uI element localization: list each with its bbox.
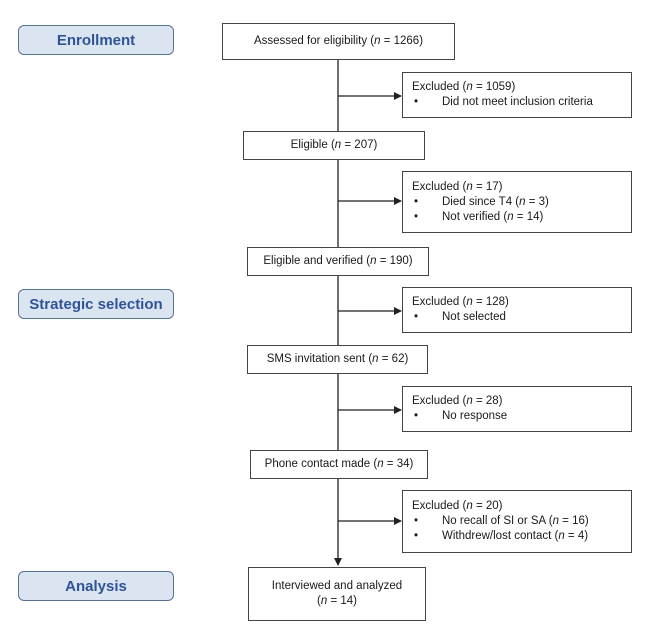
excluded-box-5-item-1: •No recall of SI or SA (n = 16) — [414, 515, 589, 527]
flow-box-sms-sent: SMS invitation sent (n = 62) — [247, 345, 428, 374]
stage-strategic-selection-label: Strategic selection — [29, 295, 163, 313]
excluded-box-3: Excluded (n = 128) •Not selected — [402, 287, 632, 333]
excluded-box-2-item-2: •Not verified (n = 14) — [414, 210, 544, 223]
flow-box-phone-contact-text: Phone contact made (n = 34) — [264, 458, 414, 470]
excluded-box-1: Excluded (n = 1059) •Did not meet inclus… — [402, 72, 632, 118]
excluded-box-3-header: Excluded (n = 128) — [412, 296, 509, 308]
stage-enrollment-label: Enrollment — [56, 31, 136, 49]
flow-box-interviewed-line1: Interviewed and analyzed — [271, 580, 403, 592]
stage-analysis-label: Analysis — [65, 577, 127, 595]
excluded-box-4-header: Excluded (n = 28) — [412, 395, 503, 407]
excluded-box-2-header: Excluded (n = 17) — [412, 180, 503, 193]
stage-analysis: Analysis — [18, 571, 174, 601]
flow-box-interviewed: Interviewed and analyzed (n = 14) — [248, 567, 426, 621]
flow-box-assessed: Assessed for eligibility (n = 1266) — [222, 23, 455, 60]
excluded-box-1-header: Excluded (n = 1059) — [412, 81, 516, 93]
excluded-box-4: Excluded (n = 28) •No response — [402, 386, 632, 432]
flow-box-eligible-text: Eligible (n = 207) — [290, 139, 378, 151]
flow-box-eligible-verified: Eligible and verified (n = 190) — [247, 247, 429, 276]
stage-enrollment: Enrollment — [18, 25, 174, 55]
excluded-box-5-item-2: •Withdrew/lost contact (n = 4) — [414, 530, 589, 542]
excluded-box-4-item: •No response — [414, 410, 508, 422]
excluded-box-2-item-1: •Died since T4 (n = 3) — [414, 195, 549, 208]
excluded-box-5-header: Excluded (n = 20) — [412, 500, 503, 512]
excluded-box-3-item: •Not selected — [414, 311, 506, 323]
flow-box-eligible: Eligible (n = 207) — [243, 131, 425, 160]
excluded-box-1-item: •Did not meet inclusion criteria — [414, 96, 593, 108]
flow-box-sms-sent-text: SMS invitation sent (n = 62) — [266, 353, 409, 365]
flow-box-interviewed-line2: (n = 14) — [317, 595, 357, 607]
flow-box-assessed-text: Assessed for eligibility (n = 1266) — [253, 35, 424, 47]
excluded-box-5: Excluded (n = 20) •No recall of SI or SA… — [402, 490, 632, 553]
flow-box-eligible-verified-text: Eligible and verified (n = 190) — [263, 255, 413, 267]
excluded-box-2: Excluded (n = 17) •Died since T4 (n = 3)… — [402, 171, 632, 233]
stage-strategic-selection: Strategic selection — [18, 289, 174, 319]
flow-box-phone-contact: Phone contact made (n = 34) — [250, 450, 428, 479]
